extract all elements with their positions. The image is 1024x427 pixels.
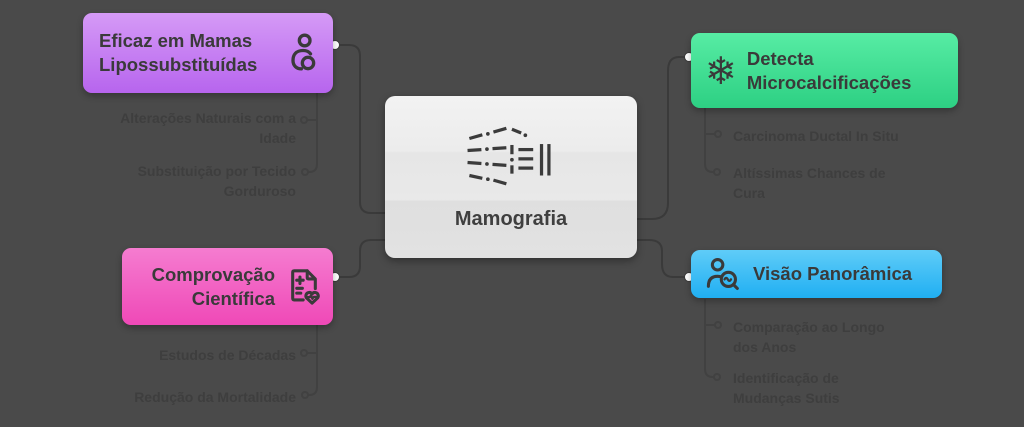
faint-connector-green-children [704, 107, 722, 176]
branch-label: Visão Panorâmica [753, 263, 913, 284]
xray-beam-icon [467, 126, 551, 186]
person-search-icon [706, 257, 739, 290]
branch-node-lipossubstituidas[interactable]: Eficaz em Mamas Lipossubstituídas [83, 13, 333, 93]
branch-node-microcalcificacoes[interactable]: ❄ Detecta Microcalcificações [691, 33, 958, 108]
connector-blue-center [635, 239, 689, 278]
central-node-mamografia[interactable]: Mamografia [385, 96, 637, 258]
central-node-label: Mamografia [454, 208, 568, 230]
branch-node-visao-panoramica[interactable]: Visão Panorâmica [691, 250, 942, 298]
snowflake-icon: ❄ [705, 48, 737, 93]
child-topic[interactable]: Carcinoma Ductal In Situ [733, 128, 899, 144]
child-topic[interactable]: Comparação ao Longo dos Anos [733, 319, 885, 355]
connector-green-center [635, 56, 689, 220]
branch-node-comprovacao-cientifica[interactable]: Comprovação Científica [122, 248, 333, 325]
breast-exam-person-icon [291, 33, 316, 71]
faint-connector-purple-children [300, 92, 318, 176]
child-topic[interactable]: Estudos de Décadas [159, 347, 296, 363]
medical-report-heart-icon [291, 268, 320, 305]
connector-purple-center [332, 44, 387, 214]
faint-connector-blue-children [704, 299, 722, 381]
child-topic[interactable]: Redução da Mortalidade [134, 389, 296, 405]
faint-connector-pink-children [300, 324, 318, 399]
connector-pink-center [332, 239, 387, 278]
child-topic[interactable]: Alterações Naturais com a Idade [120, 110, 296, 146]
child-topic[interactable]: Altíssimas Chances de Cura [733, 165, 886, 201]
branch-label: Detecta Microcalcificações [746, 47, 912, 93]
branch-label: Comprovação Científica [151, 263, 275, 309]
child-topic[interactable]: Substituição por Tecido Gorduroso [137, 163, 296, 199]
branch-label: Eficaz em Mamas Lipossubstituídas [99, 30, 258, 75]
child-topic[interactable]: Identificação de Mudanças Sutis [733, 370, 840, 406]
